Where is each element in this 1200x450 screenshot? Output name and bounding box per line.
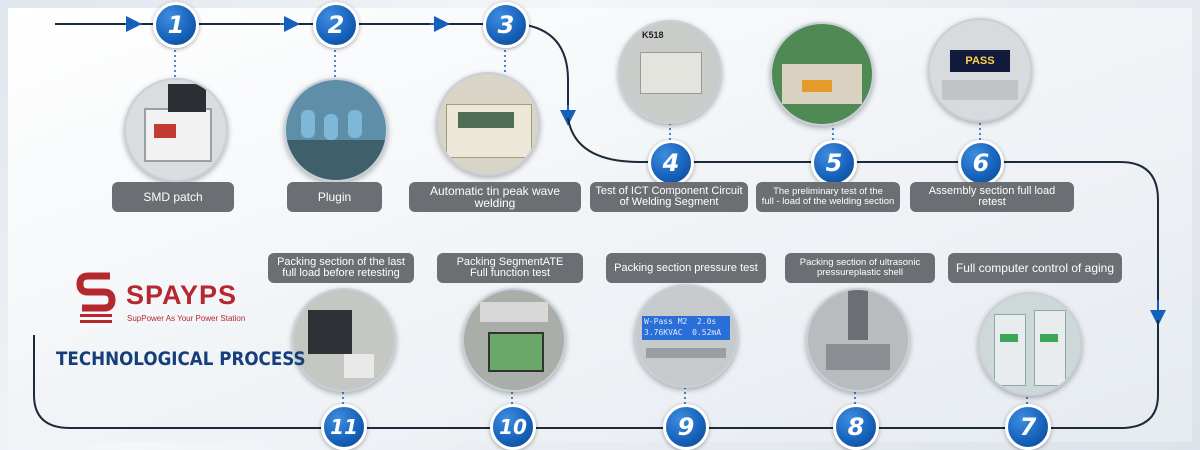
flow-line-bottom bbox=[33, 320, 1159, 429]
step-label-11: Packing section of the last full load be… bbox=[268, 253, 414, 283]
step-label-9: Packing section pressure test bbox=[606, 253, 766, 283]
step-label-5: The preliminary test of the full - load … bbox=[756, 182, 900, 212]
step-label-2: Plugin bbox=[287, 182, 382, 212]
step-number-11: 11 bbox=[321, 404, 367, 450]
step-label-1: SMD patch bbox=[112, 182, 234, 212]
section-title: TECHNOLOGICAL PROCESS bbox=[56, 348, 306, 370]
step-label-6: Assembly section full load retest bbox=[910, 182, 1074, 212]
brand-slogan: SupPower As Your Power Station bbox=[127, 314, 246, 323]
smd-machine-photo bbox=[124, 78, 228, 182]
pass-meter-photo: PASS bbox=[928, 18, 1032, 122]
step-number-2: 2 bbox=[313, 2, 359, 48]
step-label-10: Packing SegmentATE Full function test bbox=[437, 253, 583, 283]
step-number-5: 5 bbox=[811, 140, 857, 186]
flow-line-middle bbox=[567, 117, 1159, 320]
step-number-6: 6 bbox=[958, 140, 1004, 186]
pressure-tester-photo: W-Pass M2 2.0s 3.76KVAC 0.52mA bbox=[634, 284, 738, 388]
spayps-logo-icon bbox=[76, 272, 116, 323]
aging-racks-photo bbox=[978, 292, 1082, 396]
final-load-photo bbox=[292, 288, 396, 392]
load-test-photo bbox=[770, 22, 874, 126]
plugin-workers-photo bbox=[284, 78, 388, 182]
step-number-3: 3 bbox=[483, 2, 529, 48]
wave-welding-machine-photo bbox=[436, 72, 540, 176]
step-number-8: 8 bbox=[833, 404, 879, 450]
step-label-4: Test of ICT Component Circuit of Welding… bbox=[590, 182, 748, 212]
step-label-3: Automatic tin peak wave welding bbox=[409, 182, 581, 212]
step-number-9: 9 bbox=[663, 404, 709, 450]
step-number-4: 4 bbox=[648, 140, 694, 186]
brand-name: SPAYPS bbox=[126, 280, 238, 310]
flow-curve-3-4 bbox=[519, 23, 569, 118]
ate-tester-photo bbox=[462, 288, 566, 392]
step-label-7: Full computer control of aging bbox=[948, 253, 1122, 283]
step-number-7: 7 bbox=[1005, 404, 1051, 450]
step-label-8: Packing section of ultrasonic pressurepl… bbox=[785, 253, 935, 283]
ultrasonic-press-photo bbox=[806, 288, 910, 392]
step-number-10: 10 bbox=[490, 404, 536, 450]
step-number-1: 1 bbox=[153, 2, 199, 48]
ict-tester-photo: K518 bbox=[618, 20, 722, 124]
